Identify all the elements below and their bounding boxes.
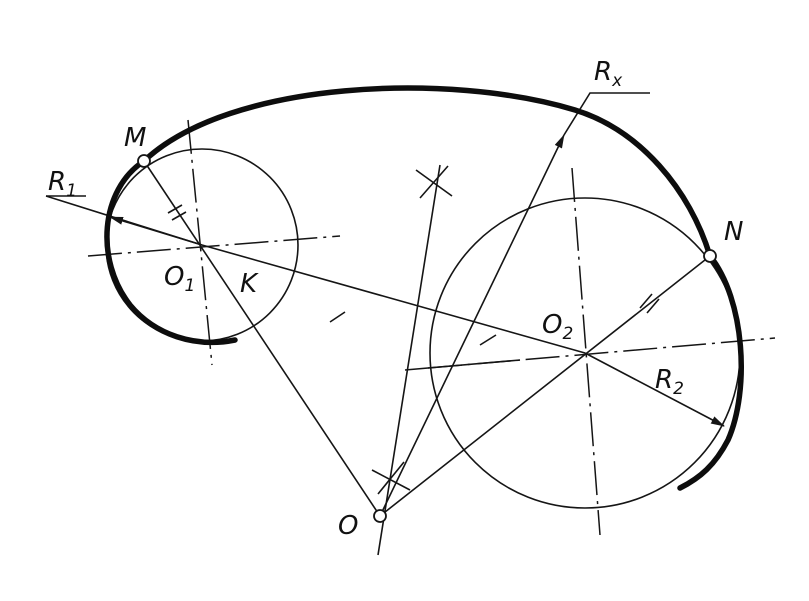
label-r1: R1 xyxy=(48,167,77,201)
tick-mark xyxy=(639,293,653,309)
construction-cross xyxy=(419,165,449,199)
label-m: M xyxy=(124,123,146,153)
centerline-o1-horizontal xyxy=(87,235,341,257)
tick-mark xyxy=(329,311,346,323)
tick-mark xyxy=(479,334,497,346)
radius-r1-arrow xyxy=(109,216,203,246)
arc-r2 xyxy=(677,253,744,491)
arc-r1 xyxy=(104,158,238,346)
point-n xyxy=(703,249,717,263)
tick-mark xyxy=(167,204,183,214)
line-o-n xyxy=(379,255,711,517)
radius-r2-arrow xyxy=(584,352,725,427)
tick-mark xyxy=(171,211,187,221)
radius-rx-line xyxy=(379,134,565,517)
line-o1-o2 xyxy=(201,244,586,354)
centerline-o2-vertical xyxy=(571,167,601,536)
centerline-o1-vertical xyxy=(187,119,213,366)
label-o: O xyxy=(338,511,358,541)
tick-mark xyxy=(646,298,660,314)
rx-leader xyxy=(563,92,650,136)
perpendicular-bisector xyxy=(377,164,441,556)
label-o2: O2 xyxy=(542,310,573,344)
line-o-m xyxy=(143,160,381,517)
point-m xyxy=(137,154,151,168)
construction-cross xyxy=(371,469,411,491)
point-o xyxy=(373,509,387,523)
label-r2: R2 xyxy=(655,365,684,399)
construction-cross xyxy=(377,461,405,495)
auxiliary-segment xyxy=(404,359,521,371)
label-n: N xyxy=(724,217,743,247)
label-rx: Rx xyxy=(594,57,623,91)
conjugation-arc-rx xyxy=(141,85,713,259)
label-o1: O1 xyxy=(164,262,195,296)
label-k: K xyxy=(240,269,259,299)
